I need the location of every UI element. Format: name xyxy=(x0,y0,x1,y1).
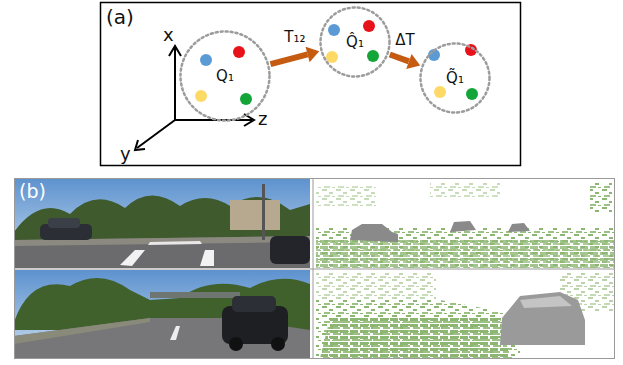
set-label: Q̃₁ xyxy=(446,69,464,87)
set-label: Q₁ xyxy=(216,67,234,85)
divider xyxy=(313,178,314,358)
pointcloud-top xyxy=(316,178,615,268)
panel-frame xyxy=(101,3,521,166)
edge-label: T₁₂ xyxy=(284,29,305,46)
axis-label: x xyxy=(163,25,174,45)
panel-label: (a) xyxy=(106,6,134,28)
pointcloud-bottom xyxy=(316,270,615,358)
panel-label: (b) xyxy=(19,181,46,202)
axis-label: y xyxy=(120,144,131,164)
transform-arrow xyxy=(390,54,420,69)
set-label: Q̂₁ xyxy=(346,33,364,51)
edge-label: ΔT xyxy=(395,32,414,49)
panel-frame xyxy=(15,179,615,359)
point-set-circle: Q̃₁ xyxy=(419,42,491,114)
photo-top xyxy=(14,178,310,268)
point-set-circle: Q̂₁ xyxy=(319,6,391,78)
transform-arrow xyxy=(270,47,319,64)
divider xyxy=(14,269,615,270)
photo-bottom xyxy=(14,270,310,358)
axis-label: z xyxy=(258,109,267,129)
point-set-circle: Q₁ xyxy=(179,30,271,122)
axes xyxy=(135,46,254,150)
